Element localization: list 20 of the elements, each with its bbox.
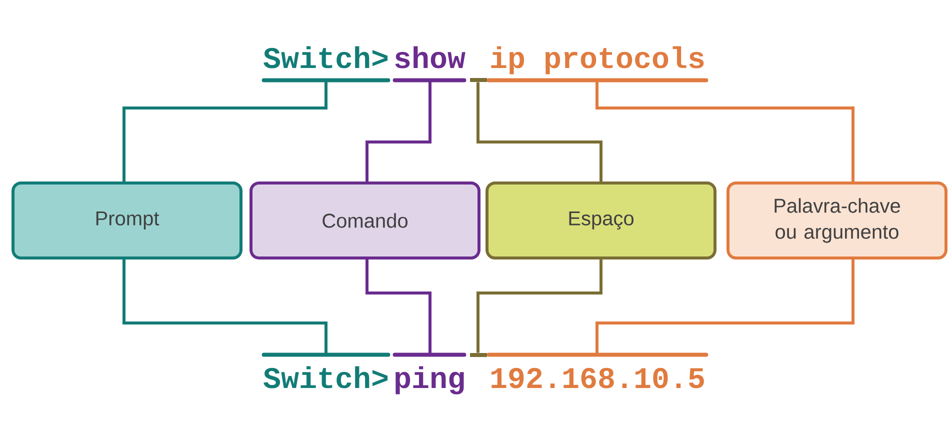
connector-line (476, 260, 602, 353)
underlined-command-text: 192.168.10.5 (486, 352, 708, 388)
connector-line (366, 80, 432, 182)
space-bar (470, 78, 487, 82)
connector-line (122, 80, 328, 182)
underlined-command-text: ip protocols (486, 46, 708, 82)
label-box: Palavra-chave ou argumento (726, 182, 948, 260)
connector-line (596, 80, 854, 182)
label-box: Comando (250, 182, 480, 260)
connector-line (366, 260, 432, 355)
label-box: Prompt (12, 182, 242, 260)
underlined-command-text: show (392, 46, 466, 82)
underlined-command-text: Switch> (262, 46, 390, 82)
space-bar (470, 353, 487, 357)
underlined-command-text: ping (392, 352, 466, 394)
connector-line (476, 82, 602, 182)
label-box: Espaço (486, 182, 716, 260)
connector-line (596, 260, 854, 355)
connector-line (122, 260, 328, 355)
underlined-command-text: Switch> (262, 352, 390, 388)
